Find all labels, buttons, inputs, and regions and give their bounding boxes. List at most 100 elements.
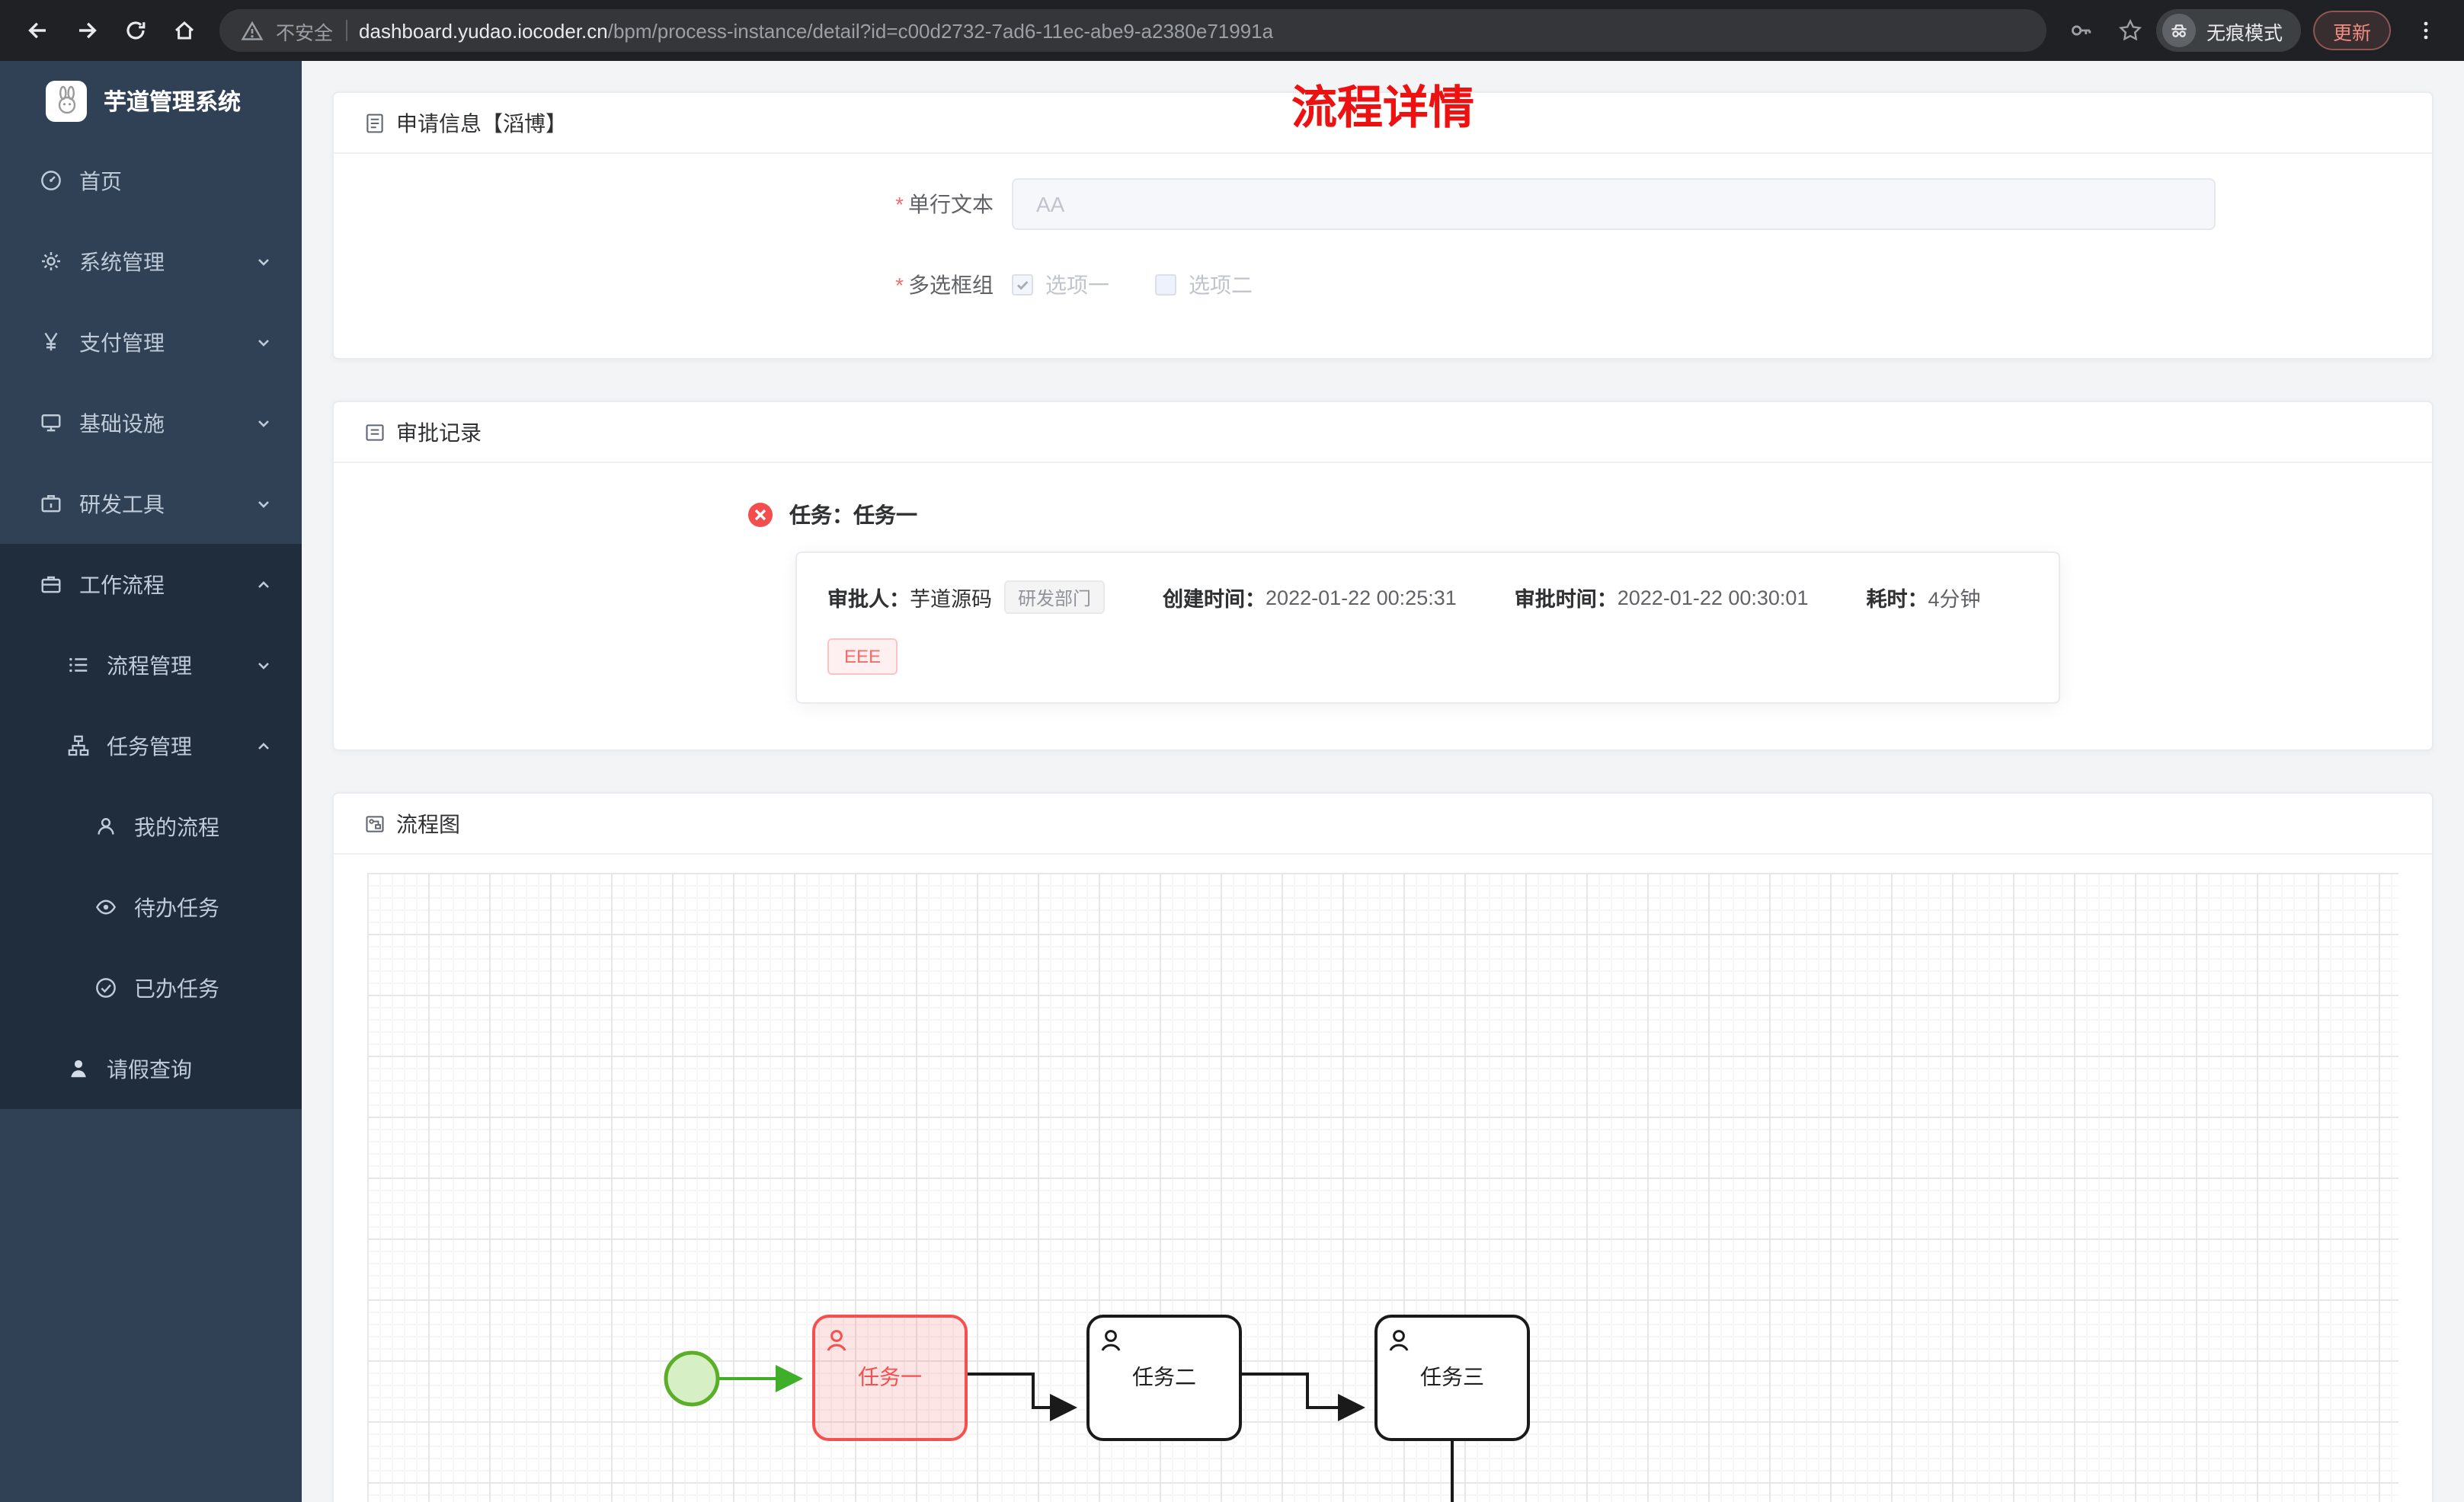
menu-dots-icon[interactable] — [2403, 8, 2449, 53]
user-icon — [91, 815, 119, 838]
security-label: 不安全 — [276, 22, 334, 43]
check-circle-icon — [91, 976, 119, 999]
chevron-up-icon — [256, 738, 271, 753]
address-bar[interactable]: 不安全 dashboard.yudao.iocoder.cn/bpm/proce… — [219, 9, 2046, 52]
app-logo[interactable]: 芋道管理系统 — [0, 61, 302, 140]
app-body: 芋道管理系统 首页 系统管理 支付管理 基础设施 — [0, 61, 2464, 1502]
apply-info-card: 申请信息【滔博】 *单行文本 AA *多选框组 选项一 — [332, 91, 2434, 360]
bpmn-task-2[interactable]: 任务二 — [1086, 1315, 1242, 1441]
form-row-text: *单行文本 AA — [334, 178, 2432, 230]
bpmn-start-event[interactable] — [664, 1350, 720, 1407]
sidebar-item-payment[interactable]: 支付管理 — [0, 302, 302, 382]
document-icon — [364, 112, 386, 133]
update-button[interactable]: 更新 — [2312, 11, 2391, 50]
sidebar-item-process-management[interactable]: 流程管理 — [0, 625, 302, 705]
text-field-label: *单行文本 — [895, 192, 994, 216]
incognito-badge: 无痕模式 — [2155, 9, 2301, 52]
chevron-down-icon — [256, 415, 271, 430]
approval-timeline: 任务：任务一 审批人： 芋道源码 研发部门 创建时间： 2022-01-22 0 — [334, 463, 2432, 749]
home-button[interactable] — [162, 8, 207, 53]
comment-tag: EEE — [827, 638, 898, 675]
process-diagram-title: 流程图 — [396, 811, 460, 836]
gear-icon — [37, 250, 64, 273]
approve-time-field: 审批时间： 2022-01-22 00:30:01 — [1514, 586, 1809, 611]
chevron-down-icon — [256, 657, 271, 673]
sidebar-item-leave-query[interactable]: 请假查询 — [0, 1028, 302, 1109]
bpmn-flow-task1-to-task2 — [966, 1373, 1077, 1421]
forward-button[interactable] — [64, 8, 110, 53]
sidebar-item-home[interactable]: 首页 — [0, 140, 302, 221]
bpmn-task-1[interactable]: 任务一 — [812, 1315, 968, 1441]
approver-field: 审批人： 芋道源码 研发部门 — [827, 580, 1106, 614]
password-key-icon[interactable] — [2059, 8, 2104, 53]
sidebar-item-system[interactable]: 系统管理 — [0, 221, 302, 302]
text-input[interactable]: AA — [1012, 178, 2216, 230]
create-time-field: 创建时间： 2022-01-22 00:25:31 — [1163, 586, 1457, 611]
omnibox-divider — [345, 20, 347, 41]
warning-icon — [241, 19, 264, 42]
apply-info-card-header: 申请信息【滔博】 — [334, 93, 2432, 154]
logo-avatar — [46, 80, 87, 121]
bpmn-flow-task2-to-task3 — [1240, 1373, 1365, 1421]
incognito-label: 无痕模式 — [2206, 22, 2283, 43]
process-diagram-card: 流程图 — [332, 792, 2434, 1502]
sidebar-item-devtools[interactable]: 研发工具 — [0, 463, 302, 544]
sidebar-item-infrastructure[interactable]: 基础设施 — [0, 382, 302, 463]
page-title: 流程详情 — [1291, 84, 1474, 134]
approval-record-card-header: 审批记录 — [334, 402, 2432, 463]
main-content: 流程详情 申请信息【滔博】 *单行文本 AA *多选框组 — [302, 61, 2464, 1502]
record-icon — [364, 421, 386, 443]
checkbox-group: 选项一 选项二 — [1012, 270, 1253, 300]
back-button[interactable] — [15, 8, 61, 53]
checkbox-unchecked-icon — [1155, 274, 1176, 296]
duration-field: 耗时： 4分钟 — [1866, 588, 1981, 611]
sidebar-item-workflow[interactable]: 工作流程 — [0, 544, 302, 625]
checkbox-checked-icon — [1012, 274, 1033, 296]
chevron-down-icon — [256, 334, 271, 350]
process-diagram-card-header: 流程图 — [334, 794, 2432, 855]
sidebar-item-my-processes[interactable]: 我的流程 — [0, 786, 302, 867]
apply-info-title: 申请信息【滔博】 — [396, 110, 567, 135]
chevron-up-icon — [256, 577, 271, 592]
tree-icon — [64, 734, 91, 757]
yen-icon — [37, 331, 64, 353]
list-icon — [64, 654, 91, 676]
apply-form: *单行文本 AA *多选框组 选项一 选项二 — [334, 154, 2432, 358]
svg-text:任务一: 任务一 — [858, 1365, 922, 1389]
tools-icon — [37, 492, 64, 515]
sidebar-item-done-tasks[interactable]: 已办任务 — [0, 948, 302, 1028]
checkbox-option-2[interactable]: 选项二 — [1155, 270, 1253, 300]
briefcase-icon — [37, 573, 64, 596]
chevron-down-icon — [256, 496, 271, 511]
eye-icon — [91, 896, 119, 919]
checkbox-option-1[interactable]: 选项一 — [1012, 270, 1109, 300]
form-row-checkbox: *多选框组 选项一 选项二 — [334, 270, 2432, 300]
sidebar-item-todo-tasks[interactable]: 待办任务 — [0, 867, 302, 948]
sidebar: 芋道管理系统 首页 系统管理 支付管理 基础设施 — [0, 61, 302, 1502]
approval-detail-box: 审批人： 芋道源码 研发部门 创建时间： 2022-01-22 00:25:31… — [795, 551, 2060, 704]
approval-detail-row: 审批人： 芋道源码 研发部门 创建时间： 2022-01-22 00:25:31… — [827, 580, 2028, 614]
approval-record-title: 审批记录 — [396, 420, 482, 444]
browser-chrome: 不安全 dashboard.yudao.iocoder.cn/bpm/proce… — [0, 0, 2464, 61]
task-rejected-icon — [747, 501, 774, 529]
task-head: 任务：任务一 — [747, 500, 2402, 530]
svg-text:任务二: 任务二 — [1132, 1365, 1196, 1389]
workflow-submenu-block: 工作流程 流程管理 任务管理 我的流程 — [0, 544, 302, 1109]
bpmn-canvas[interactable]: 任务一 任务二 — [367, 873, 2398, 1502]
dept-tag: 研发部门 — [1004, 580, 1106, 614]
checkbox-field-label: *多选框组 — [895, 273, 994, 297]
diagram-icon — [364, 813, 386, 834]
task-title: 任务：任务一 — [789, 503, 917, 527]
person-icon — [64, 1057, 91, 1080]
bpmn-task-3[interactable]: 任务三 — [1374, 1315, 1530, 1441]
incognito-icon — [2162, 14, 2196, 47]
dashboard-icon — [37, 169, 64, 192]
svg-text:任务三: 任务三 — [1420, 1365, 1484, 1389]
bookmark-star-icon[interactable] — [2107, 8, 2153, 53]
reload-button[interactable] — [113, 8, 158, 53]
url-text: dashboard.yudao.iocoder.cn/bpm/process-i… — [359, 19, 1274, 42]
sidebar-item-task-management[interactable]: 任务管理 — [0, 705, 302, 786]
app-title: 芋道管理系统 — [104, 89, 242, 115]
